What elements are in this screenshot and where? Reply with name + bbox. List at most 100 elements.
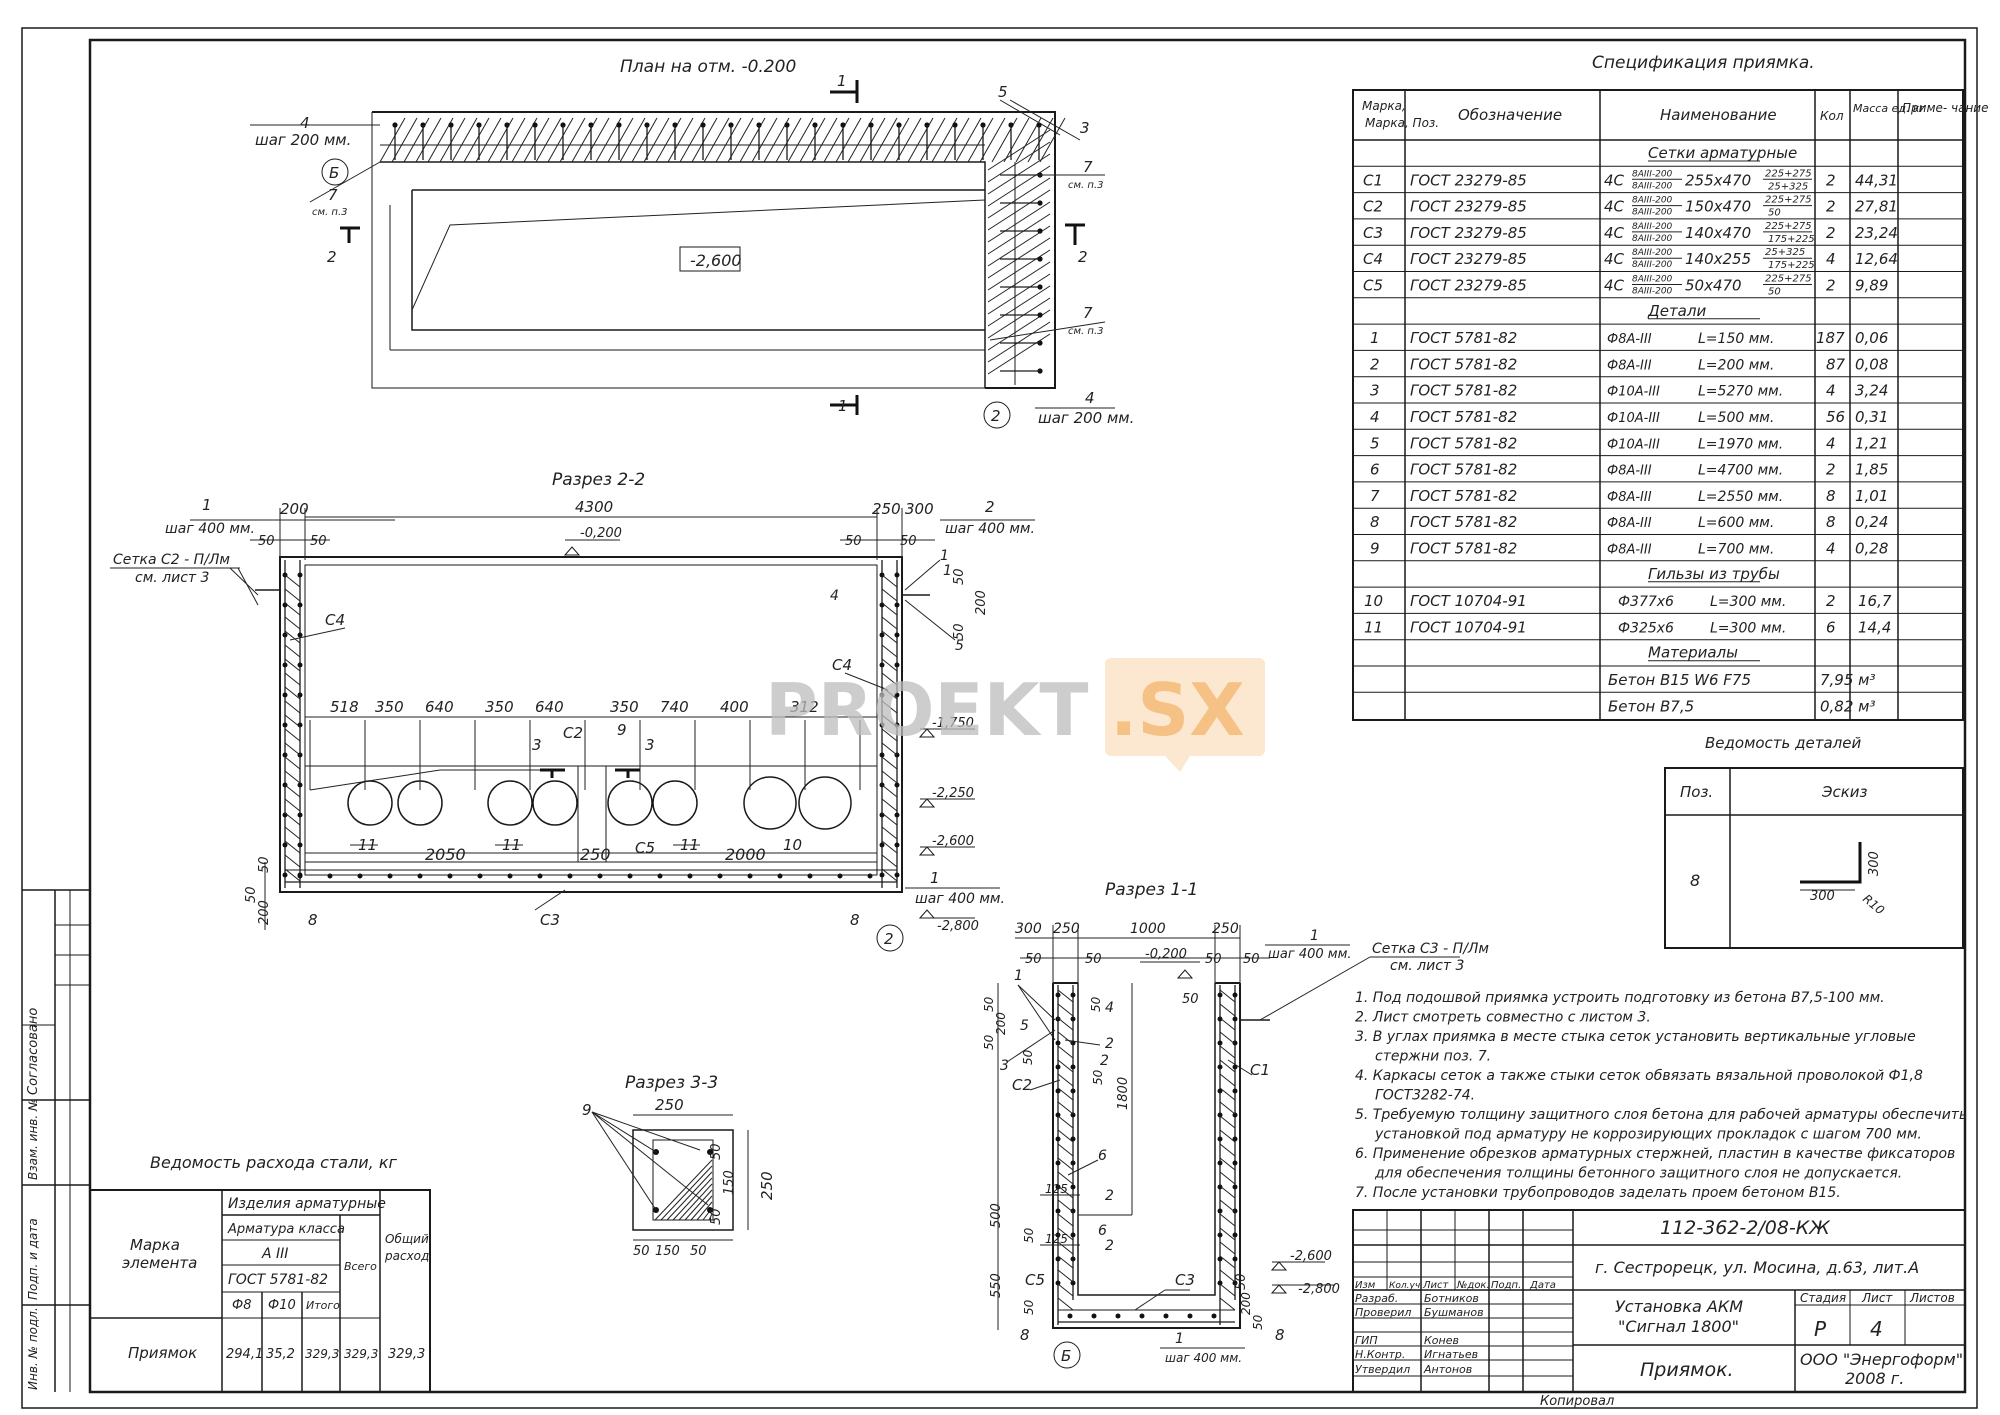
sec22-rebar [282,560,900,888]
spec-slv-dia-0: Ф377х6 [1618,594,1674,610]
spec-det-len-6: L=2550 мм. [1698,489,1783,505]
spec-mesh-f1a-2: 8АIII-200 [1632,222,1673,232]
plan-callout-7l: 7 [328,186,338,204]
plan-seep3-r1: см. п.3 [1068,180,1103,191]
sec33-hatch [654,1159,713,1221]
details-dim-r: R10 [1860,892,1887,918]
spec-det-qty-1: 87 [1826,355,1846,373]
spec-mesh-f1a-3: 8АIII-200 [1632,248,1673,258]
sec11-c2: С2 [1012,1076,1032,1094]
plan-section2-right: 2 [1078,248,1088,266]
plan-callout-4r: 4 [1085,389,1095,407]
spec-det-mark-1: 2 [1370,355,1380,373]
stamp-year: 2008 г. [1845,1369,1904,1388]
plan-section2-left: 2 [327,248,337,266]
spec-det-doc-8: ГОСТ 5781-82 [1410,540,1517,558]
sec22-step-bottom: шаг 400 мм. [915,891,1005,907]
steel-table: Ведомость расхода стали, кг Марка элемен… [89,1153,431,1393]
spec-mesh-doc-0: ГОСТ 23279-85 [1410,171,1527,189]
spec-mesh-size-1: 150х470 [1685,198,1751,216]
plan-view: План на отм. -0.200 -2,600 1 1 2 2 4 шаг… [250,57,1134,429]
spec-det-dia-6: Ф8А-III [1607,490,1652,505]
spec-det-qty-8: 4 [1826,540,1836,558]
sec22-pipe-dim-1: 350 [375,698,404,716]
spec-mesh-pre-4: 4С [1604,277,1625,295]
steel-row-overall: 329,3 [388,1347,425,1362]
note-line-4: 4. Каркасы сеток а также стыки сеток обв… [1355,1068,1923,1084]
sec22-levels-right: -1,750 -2,250 -2,600 -2,800 [918,716,979,934]
spec-mesh-qty-1: 2 [1826,198,1836,216]
spec-mesh-size-2: 140х470 [1685,224,1751,242]
note-line-0: 1. Под подошвой приямка устроить подгото… [1355,990,1885,1006]
sec11-l50b: 50 [982,1034,996,1050]
steel-h-products: Изделия арматурные [228,1196,386,1212]
spec-det-len-4: L=1970 мм. [1698,436,1783,452]
spec-mesh-f2a-2: 225+275 [1765,221,1812,232]
sec11-l125b: 125 [1045,1232,1068,1246]
sec11-l50f: 50 [1022,1227,1036,1243]
spec-mesh-f2b-0: 25+325 [1768,181,1808,192]
sec22-dim-200: 200 [280,500,309,518]
spec-slv-qty-0: 2 [1826,592,1836,610]
stamp-name-4: Игнатьев [1424,1348,1478,1361]
spec-mesh-mass-3: 12,64 [1855,250,1898,268]
steel-h-overall1: Общий [385,1232,429,1246]
sec22-r50: 50 [952,568,967,585]
spec-mesh-f2b-1: 50 [1768,208,1781,219]
sec22-callout-4: 4 [830,588,839,604]
sec11-d50c: 50 [1182,992,1199,1007]
stamp-col-izm: Изм [1355,1280,1376,1291]
steel-h-d8: Ф8 [232,1298,251,1313]
sec11-level-2600: -2,600 [1290,1249,1332,1264]
section-2-2: Разрез 2-2 200 4300 250 300 1 шаг 400 мм… [110,470,1035,952]
spec-mesh-doc-2: ГОСТ 23279-85 [1410,224,1527,242]
spec-slv-doc-1: ГОСТ 10704-91 [1410,618,1527,636]
spec-mesh-size-0: 255х470 [1685,171,1751,189]
sec11-l50g: 50 [1022,1299,1036,1315]
sec22-callout-9: 9 [617,721,627,739]
note-line-9: для обеспечения толщины бетонного защитн… [1374,1166,1902,1182]
sec22-callout-3b: 3 [645,736,655,754]
spec-det-mark-3: 4 [1370,408,1380,426]
sec11-axis-b: Б [1061,1347,1071,1365]
spec-mesh-mark-3: С4 [1363,250,1383,268]
note-line-3: стержни поз. 7. [1375,1049,1491,1065]
sec22-setka-note1: Сетка С2 - П/Лм [113,552,230,568]
spec-mesh-qty-0: 2 [1826,171,1836,189]
spec-det-mark-0: 1 [1370,329,1380,347]
spec-det-doc-4: ГОСТ 5781-82 [1410,434,1517,452]
sec11-callout-2c: 2 [1105,1188,1114,1204]
sec22-callout-2r: 2 [985,498,995,516]
steel-title: Ведомость расхода стали, кг [150,1153,398,1172]
plan-seep3-left: см. п.3 [312,207,347,218]
spec-group-materials: Материалы [1648,644,1738,662]
sec11-l125a: 125 [1045,1182,1068,1196]
steel-h-mark2: элемента [122,1254,197,1272]
spec-det-qty-2: 4 [1826,382,1836,400]
steel-h-overall2: расход [384,1249,429,1263]
spec-det-len-1: L=200 мм. [1698,357,1774,373]
spec-slv-mark-1: 11 [1364,618,1383,636]
sec22-axis-2: 2 [884,930,894,948]
sec22-level-0200: -0,200 [580,526,622,541]
sec33-db150: 150 [655,1244,680,1259]
plan-callout-5: 5 [998,83,1008,101]
spec-mesh-size-3: 140х255 [1685,250,1751,268]
spec-mesh-f1b-0: 8АIII-200 [1632,181,1673,191]
spec-mesh-f2b-2: 175+225 [1768,234,1815,245]
spec-mesh-f2a-3: 25+325 [1765,247,1805,258]
spec-det-dia-3: Ф10А-III [1607,411,1660,426]
spec-mesh-size-4: 50х470 [1685,277,1742,295]
inner-frame [88,38,1967,1394]
sec22-dim-4300: 4300 [575,498,613,516]
sec22-dim-300: 300 [905,500,934,518]
spec-slv-doc-0: ГОСТ 10704-91 [1410,592,1527,610]
plan-section1-top: 1 [837,72,847,90]
notes: 1. Под подошвой приямка устроить подгото… [1355,990,1967,1201]
spec-det-mark-5: 6 [1370,461,1380,479]
spec-mesh-f1b-1: 8АIII-200 [1632,208,1673,218]
steel-row-d8: 294,1 [226,1347,263,1362]
note-line-7: установкой под арматуру не коррозирующих… [1374,1127,1922,1143]
spec-det-len-0: L=150 мм. [1698,331,1774,347]
spec-det-mass-7: 0,24 [1855,513,1888,531]
